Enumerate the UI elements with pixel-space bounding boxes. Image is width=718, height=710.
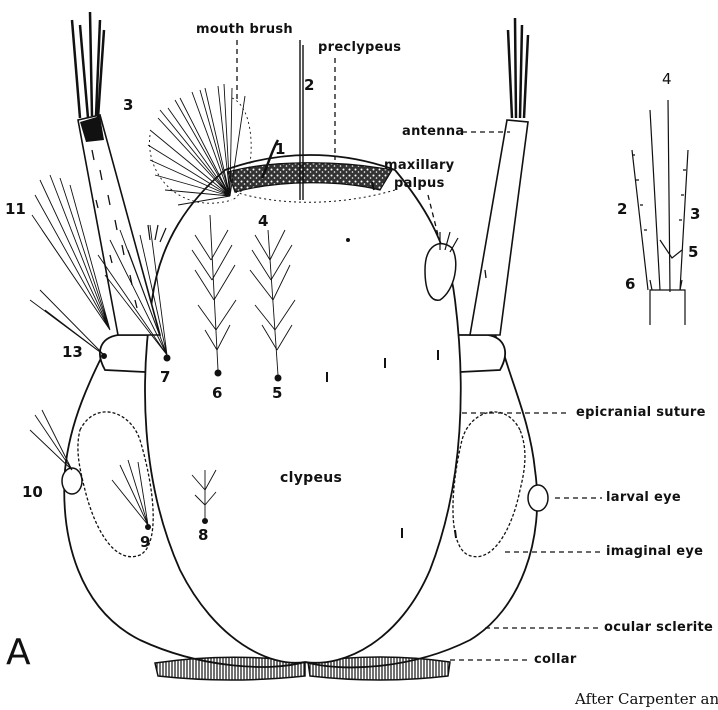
inset-number-5: 5 [688,243,698,261]
seta-number-13: 13 [62,343,83,361]
label-collar: collar [534,652,577,667]
seta-number-8: 8 [198,526,208,544]
seta-number-9: 9 [140,533,150,551]
right-larval-eye [528,485,548,511]
right-imaginal-eye [453,412,525,557]
seta-number-2: 2 [304,76,314,94]
panel-label: A [6,632,31,673]
seta-number-6: 6 [212,384,222,402]
figure-credit: After Carpenter and Lo [575,690,718,708]
right-antenna [470,18,528,335]
clypeus-plate [145,155,461,663]
seta-number-11: 11 [5,200,26,218]
label-maxillary-palpus-line1: maxillary [384,158,454,173]
seta-number-10: 10 [22,483,43,501]
label-antenna: antenna [402,124,464,139]
seta-number-3: 3 [123,96,133,114]
label-ocular-sclerite: ocular sclerite [604,620,713,635]
seta-10 [30,410,72,470]
seta-number-1: 1 [275,140,285,158]
label-mouth-brush: mouth brush [196,22,293,37]
label-epicranial-suture: epicranial suture [576,405,706,420]
inset-number-3: 3 [690,205,700,223]
label-preclypeus: preclypeus [318,40,401,55]
seta-9 [112,460,148,525]
label-maxillary-palpus-line2: palpus [394,176,445,191]
inset-number-4: 4 [662,70,672,88]
left-larval-eye [62,468,82,494]
label-larval-eye: larval eye [606,490,681,505]
seta-number-5: 5 [272,384,282,402]
seta-number-7: 7 [160,368,170,386]
inset-number-6: 6 [625,275,635,293]
label-clypeus: clypeus [280,470,342,486]
left-antenna [72,12,160,335]
label-imaginal-eye: imaginal eye [606,544,703,559]
inset-number-2: 2 [617,200,627,218]
seta-number-4: 4 [258,212,268,230]
inset-detail [632,100,688,325]
